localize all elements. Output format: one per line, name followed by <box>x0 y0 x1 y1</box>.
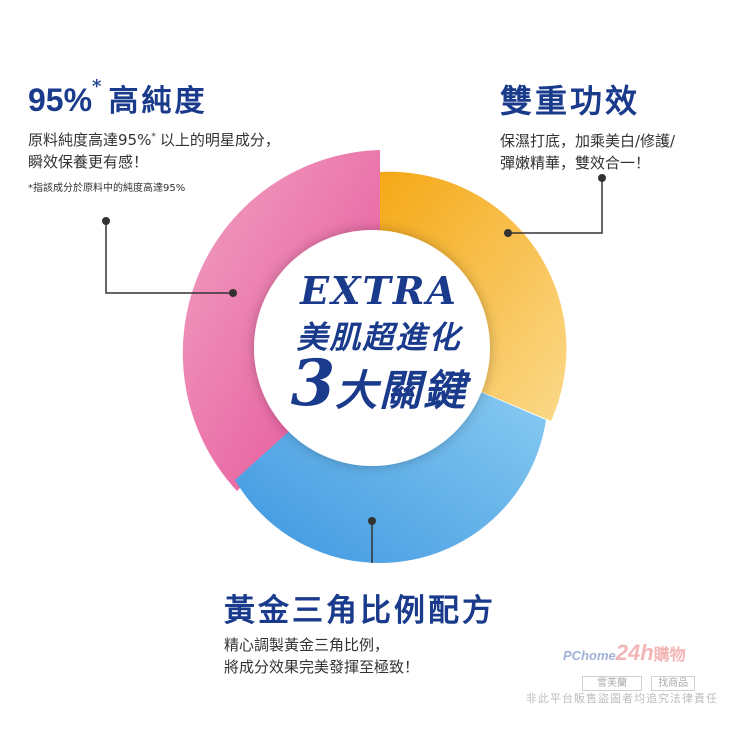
connector-dual <box>508 178 603 234</box>
center-extra: EXTRA <box>300 268 458 313</box>
watermark-logo-shop: 購物 <box>653 645 686 664</box>
dot <box>598 174 606 182</box>
dual-desc-line1: 保濕打底，加乘美白/修護/ <box>500 132 676 150</box>
center-keys: 3大關鍵 <box>249 352 509 418</box>
purity-title-star: * <box>92 76 105 97</box>
center-disc <box>254 230 490 466</box>
watermark-notice: 非此平台販售盜圖者均追究法律責任 <box>526 692 718 705</box>
watermark-logo: PChome24h購物 <box>563 640 686 666</box>
dot <box>368 517 376 525</box>
ratio-title: 黃金三角比例配方 <box>224 593 496 629</box>
purity-desc: 原料純度高達95%*以上的明星成分， 瞬效保養更有感！ <box>28 126 280 173</box>
purity-title: 95%*高純度 <box>28 76 280 120</box>
watermark-tag-brand: 雪芙蘭 <box>582 676 642 691</box>
purity-desc-b: 以上的明星成分， <box>159 131 280 149</box>
purity-desc-a: 原料純度高達95% <box>28 131 152 149</box>
dual-desc: 保濕打底，加乘美白/修護/ 彈嫩精華，雙效合一！ <box>500 130 675 174</box>
purity-desc-star: * <box>151 132 156 142</box>
watermark-logo-24h: 24h <box>615 640 654 665</box>
center-keys-number: 3 <box>290 346 336 421</box>
watermark-tags: 雪芙蘭 找商品 <box>582 671 696 691</box>
watermark-logo-pchome: PChome <box>563 648 616 663</box>
dual-desc-line2: 彈嫩精華，雙效合一！ <box>500 154 651 172</box>
purity-note: *指該成分於原料中的純度高達95% <box>28 183 186 194</box>
purity-desc-line2: 瞬效保養更有感！ <box>28 153 149 171</box>
center-subtitle: 美肌超進化 <box>296 320 462 356</box>
ratio-desc: 精心調製黃金三角比例， 將成分效果完美發揮至極致！ <box>224 634 496 678</box>
watermark-tag-search: 找商品 <box>651 676 696 691</box>
purity-title-text: 高純度 <box>108 84 208 119</box>
ratio-desc-line2: 將成分效果完美發揮至極致！ <box>224 658 420 676</box>
dot <box>229 289 237 297</box>
connector-purity <box>105 221 233 294</box>
feature-purity: 95%*高純度 原料純度高達95%*以上的明星成分， 瞬效保養更有感！ *指該成… <box>28 76 280 194</box>
dot <box>504 229 512 237</box>
center-keys-text: 大關鍵 <box>335 366 468 415</box>
dot <box>102 217 110 225</box>
feature-ratio: 黃金三角比例配方 精心調製黃金三角比例， 將成分效果完美發揮至極致！ <box>224 585 496 678</box>
purity-title-number: 95% <box>28 82 93 118</box>
feature-dual: 雙重功效 保濕打底，加乘美白/修護/ 彈嫩精華，雙效合一！ <box>500 76 675 174</box>
dual-title: 雙重功效 <box>500 82 641 120</box>
ratio-desc-line1: 精心調製黃金三角比例， <box>224 636 390 654</box>
